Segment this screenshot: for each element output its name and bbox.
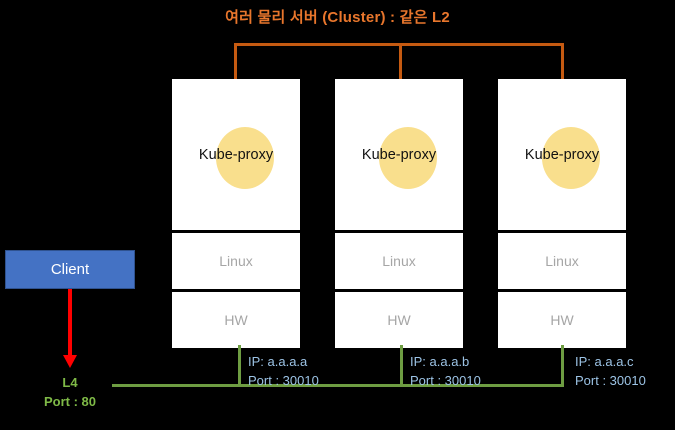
kube-proxy-cell-3: Kube-proxy bbox=[498, 79, 626, 230]
hw-cell-3: HW bbox=[498, 292, 626, 348]
hw-label-3: HW bbox=[550, 312, 574, 328]
node-address-label-2: IP: a.a.a.b Port : 30010 bbox=[410, 352, 481, 390]
os-label-2: Linux bbox=[382, 253, 416, 269]
node-port-text-3: Port : 30010 bbox=[575, 373, 646, 388]
proxy-circle-icon-3 bbox=[542, 127, 600, 189]
diagram-title: 여러 물리 서버 (Cluster) : 같은 L2 bbox=[225, 9, 450, 26]
kube-proxy-label-3: Kube-proxy bbox=[524, 146, 600, 163]
l4-layer-text: L4 bbox=[62, 375, 78, 390]
client-arrow-head-icon bbox=[63, 355, 77, 368]
client-arrow-shaft bbox=[68, 289, 72, 357]
os-cell-2: Linux bbox=[335, 233, 463, 289]
network-stub-3 bbox=[561, 345, 564, 387]
os-cell-3: Linux bbox=[498, 233, 626, 289]
kube-proxy-label-2: Kube-proxy bbox=[361, 146, 437, 163]
proxy-circle-icon-2 bbox=[379, 127, 437, 189]
hw-label-1: HW bbox=[224, 312, 248, 328]
proxy-circle-icon-1 bbox=[216, 127, 274, 189]
kube-proxy-cell-1: Kube-proxy bbox=[172, 79, 300, 230]
hw-cell-2: HW bbox=[335, 292, 463, 348]
cluster-bracket-leg-1 bbox=[234, 43, 237, 79]
os-label-1: Linux bbox=[219, 253, 253, 269]
kube-proxy-label-1: Kube-proxy bbox=[198, 146, 274, 163]
network-stub-1 bbox=[238, 345, 241, 387]
client-label: Client bbox=[50, 261, 90, 278]
hw-cell-1: HW bbox=[172, 292, 300, 348]
node-ip-text-2: IP: a.a.a.b bbox=[410, 354, 470, 369]
l4-port-text: Port : 80 bbox=[43, 394, 96, 409]
node-port-text-1: Port : 30010 bbox=[248, 373, 319, 388]
l4-entrypoint-label: L4 Port : 80 bbox=[14, 373, 126, 411]
node-ip-text-1: IP: a.a.a.a bbox=[248, 354, 308, 369]
cluster-bracket-leg-2 bbox=[399, 43, 402, 79]
os-label-3: Linux bbox=[545, 253, 579, 269]
node-address-label-3: IP: a.a.a.c Port : 30010 bbox=[575, 352, 646, 390]
hw-label-2: HW bbox=[387, 312, 411, 328]
network-stub-2 bbox=[400, 345, 403, 387]
kube-proxy-cell-2: Kube-proxy bbox=[335, 79, 463, 230]
node-ip-text-3: IP: a.a.a.c bbox=[575, 354, 634, 369]
os-cell-1: Linux bbox=[172, 233, 300, 289]
server-node-3[interactable]: Kube-proxy Linux HW bbox=[498, 79, 626, 348]
node-port-text-2: Port : 30010 bbox=[410, 373, 481, 388]
server-node-1[interactable]: Kube-proxy Linux HW bbox=[172, 79, 300, 348]
node-address-label-1: IP: a.a.a.a Port : 30010 bbox=[248, 352, 319, 390]
l2-network-line bbox=[112, 384, 562, 387]
server-node-2[interactable]: Kube-proxy Linux HW bbox=[335, 79, 463, 348]
cluster-bracket-leg-3 bbox=[561, 43, 564, 79]
client-box[interactable]: Client bbox=[5, 250, 135, 289]
